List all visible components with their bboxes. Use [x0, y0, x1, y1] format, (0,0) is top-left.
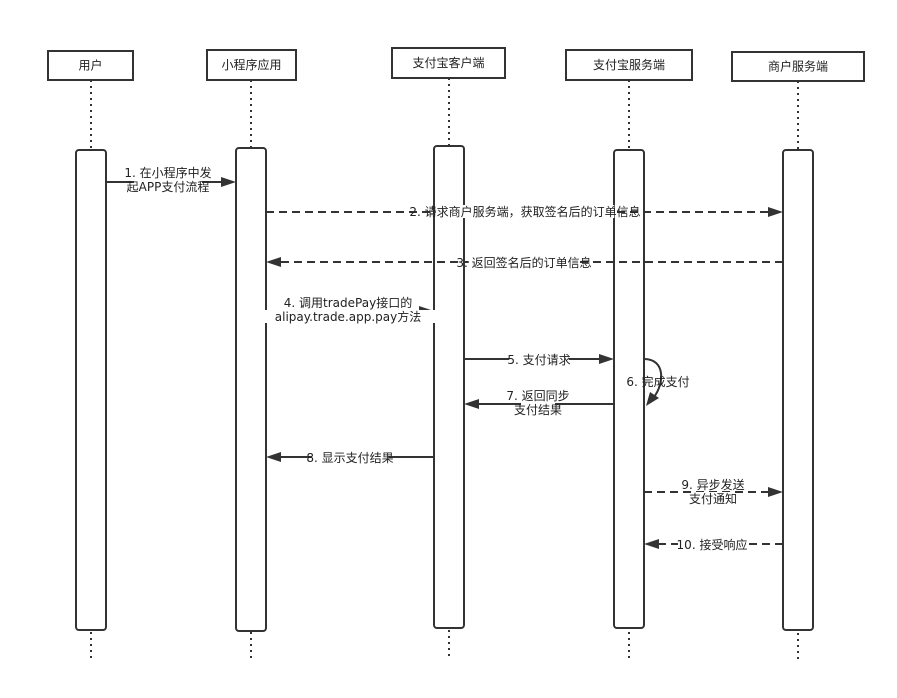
message-3: 3. 返回签名后的订单信息 — [266, 255, 783, 270]
arrowhead — [266, 257, 281, 267]
participant-box — [565, 49, 693, 81]
message-label: 3. 返回签名后的订单信息 — [456, 255, 591, 270]
participant-alipay-server: 支付宝服务端 — [565, 49, 693, 660]
label-background — [129, 166, 207, 179]
message-label: 8. 显示支付结果 — [306, 451, 393, 465]
label-background — [521, 403, 555, 416]
participant-label: 用户 — [78, 58, 102, 73]
message-5: 5. 支付请求 — [464, 353, 614, 367]
message-label: 10. 接受响应 — [677, 537, 748, 552]
label-background — [696, 492, 730, 505]
participant-alipay-client: 支付宝客户端 — [391, 47, 506, 660]
message-label: 6. 完成支付 — [626, 374, 689, 389]
activation-bar — [782, 149, 814, 631]
message-2: 2. 请求商户服务端，获取签名后的订单信息 — [266, 204, 783, 219]
label-background — [280, 296, 416, 309]
label-background — [254, 310, 442, 323]
activation-bar — [613, 149, 645, 629]
arrowhead — [266, 452, 281, 462]
message-label: 4. 调用tradePay接口的 — [284, 295, 412, 310]
label-background — [134, 180, 202, 193]
arrowhead — [599, 354, 614, 364]
participant-miniapp: 小程序应用 — [206, 49, 297, 660]
label-background — [468, 256, 580, 269]
arrowhead — [644, 539, 659, 549]
message-label: 5. 支付请求 — [507, 353, 570, 367]
activation-bar — [75, 149, 107, 631]
message-label: 9. 异步发送 — [681, 477, 744, 492]
participant-box — [731, 51, 865, 82]
arrowhead — [768, 487, 783, 497]
participant-box — [391, 47, 506, 79]
message-label: 起APP支付流程 — [127, 179, 210, 194]
message-label: 2. 请求商户服务端，获取签名后的订单信息 — [409, 204, 640, 219]
activation-bar — [235, 147, 267, 632]
message-6: 6. 完成支付 — [626, 358, 690, 406]
participant-box — [206, 49, 297, 81]
arrowhead — [464, 399, 479, 409]
message-10: 10. 接受响应 — [644, 537, 783, 552]
message-label: 7. 返回同步 — [506, 389, 569, 403]
label-background — [435, 205, 615, 218]
message-label: 支付通知 — [689, 492, 737, 506]
message-label: alipay.trade.app.pay方法 — [275, 309, 421, 324]
arrowhead — [221, 177, 236, 187]
participant-label: 支付宝服务端 — [593, 57, 665, 72]
participant-box — [47, 50, 134, 81]
label-background — [508, 389, 568, 402]
arrowhead — [646, 392, 659, 406]
participant-label: 支付宝客户端 — [412, 55, 484, 70]
message-label: 支付结果 — [514, 403, 562, 417]
self-message-arc — [643, 358, 663, 398]
label-background — [683, 478, 743, 491]
participant-label: 商户服务端 — [768, 59, 828, 74]
label-background — [509, 353, 569, 366]
participant-merchant-server: 商户服务端 — [731, 51, 865, 660]
label-background — [311, 451, 389, 464]
participant-user: 用户 — [47, 50, 134, 660]
message-8: 8. 显示支付结果 — [266, 451, 434, 465]
activation-bar — [433, 145, 465, 629]
participant-label: 小程序应用 — [221, 57, 281, 72]
arrowhead — [768, 207, 783, 217]
label-background — [678, 538, 746, 551]
message-label: 1. 在小程序中发 — [124, 165, 211, 180]
